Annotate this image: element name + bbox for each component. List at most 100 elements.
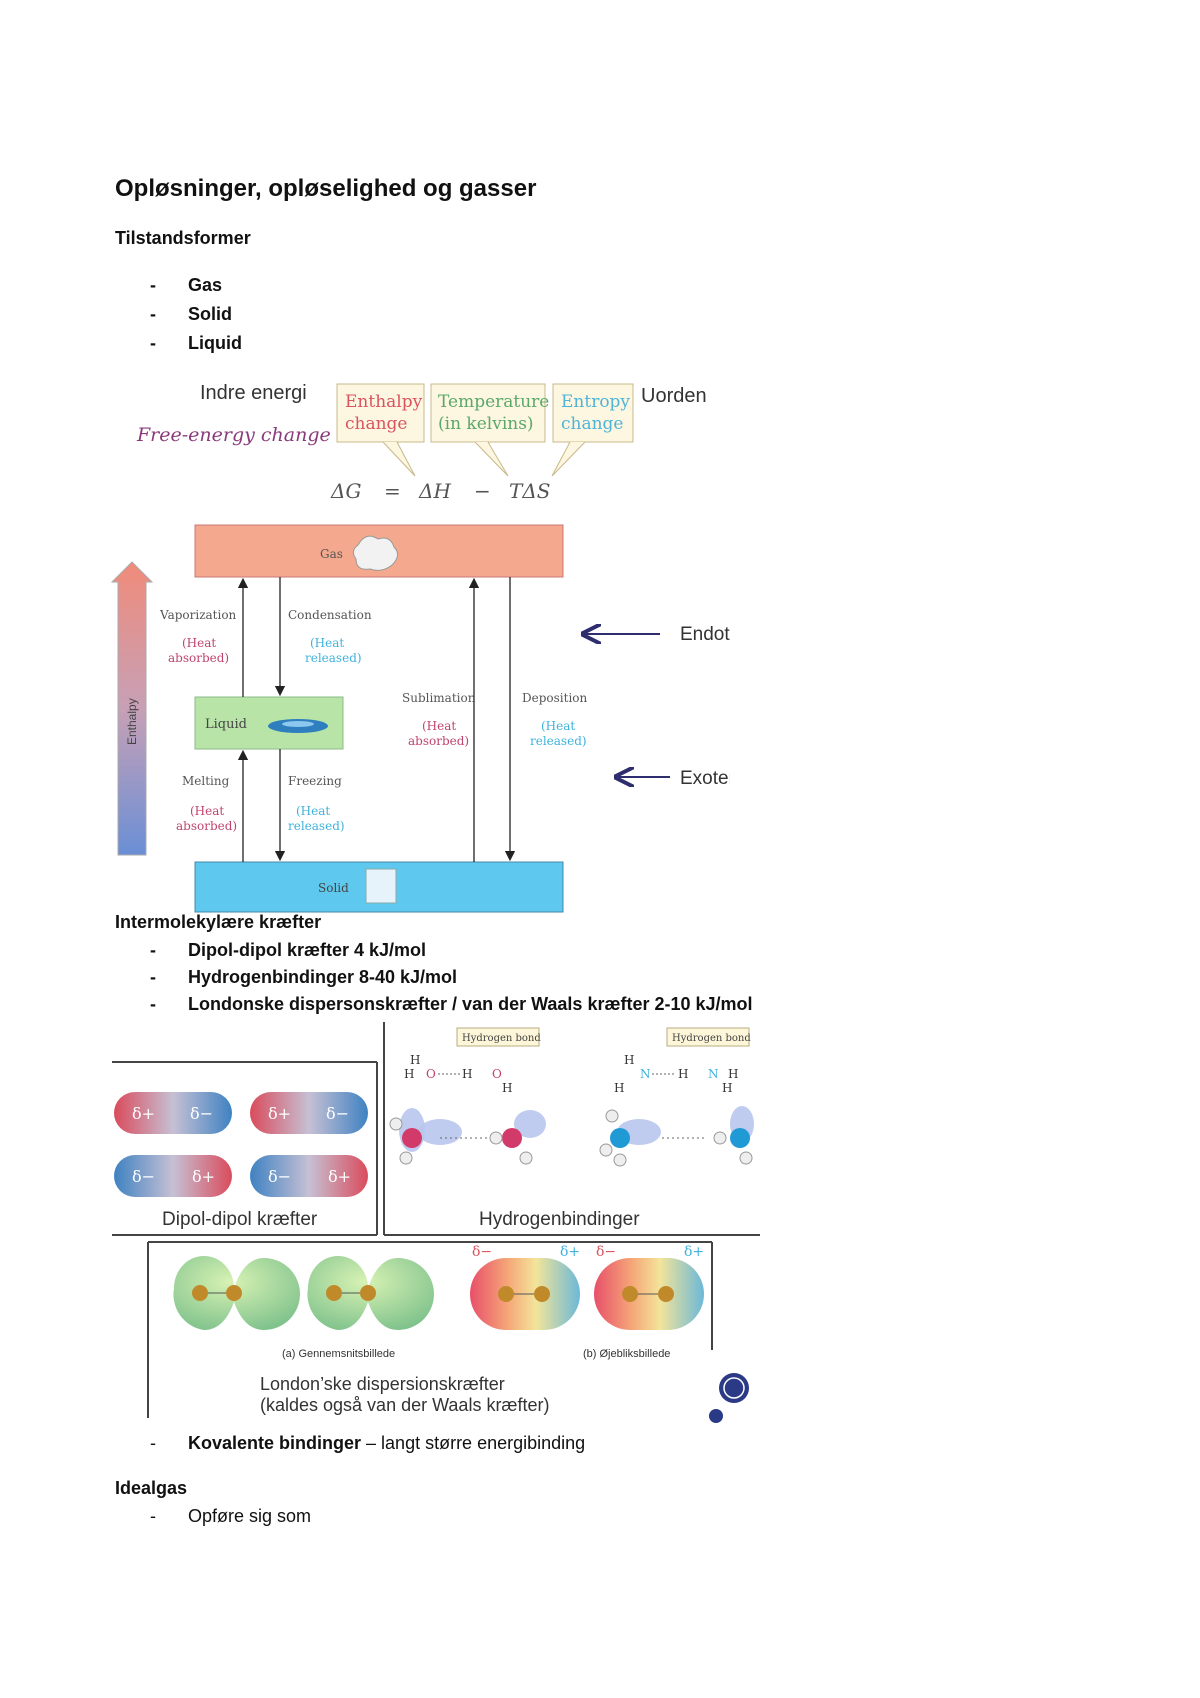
dipole-molecule xyxy=(250,1155,368,1197)
svg-text:(Heat: (Heat xyxy=(296,804,330,818)
svg-text:δ−: δ− xyxy=(326,1104,349,1123)
rock-icon xyxy=(352,535,398,571)
temperature-label-2: (in kelvins) xyxy=(438,414,534,434)
melting-label: Melting xyxy=(182,774,230,788)
uorden-label: Uorden xyxy=(641,385,707,407)
svg-text:δ−: δ− xyxy=(472,1244,492,1260)
svg-text:H: H xyxy=(728,1067,738,1081)
heading-tilstandsformer: Tilstandsformer xyxy=(115,228,251,248)
callout-pointer xyxy=(382,441,416,477)
equation-minus: − xyxy=(474,479,491,503)
sublimation-label: Sublimation xyxy=(402,691,476,705)
oxygen-atom xyxy=(402,1128,422,1148)
freezing-label: Freezing xyxy=(288,774,342,788)
svg-text:released): released) xyxy=(530,734,587,748)
enthalpy-arrow xyxy=(110,561,154,856)
oxygen-atom xyxy=(502,1128,522,1148)
svg-text:N: N xyxy=(640,1067,651,1081)
gas-label: Gas xyxy=(320,547,343,561)
enthalpy-label-2: change xyxy=(345,414,408,434)
svg-text:H: H xyxy=(614,1081,624,1095)
svg-text:Hydrogen bond: Hydrogen bond xyxy=(672,1033,751,1044)
page-title: Opløsninger, opløselighed og gasser xyxy=(115,175,537,202)
enthalpy-box xyxy=(336,383,425,443)
phase-change-diagram: Enthalpy Gas Liquid Solid Vaporization (… xyxy=(110,524,730,913)
equation-tds: TΔS xyxy=(509,479,550,503)
svg-text:(Heat: (Heat xyxy=(190,804,224,818)
svg-text:(Heat: (Heat xyxy=(541,719,575,733)
svg-text:H: H xyxy=(462,1067,472,1081)
svg-text:δ−: δ− xyxy=(132,1167,155,1186)
dipole-molecule xyxy=(114,1155,232,1197)
svg-text:absorbed): absorbed) xyxy=(176,819,237,833)
endoterm-label: Endoterm xyxy=(680,624,730,645)
heading-idealgas: Idealgas xyxy=(115,1478,188,1498)
svg-text:H: H xyxy=(410,1053,420,1067)
svg-text:H: H xyxy=(624,1053,634,1067)
svg-text:(Heat: (Heat xyxy=(310,636,344,650)
svg-text:released): released) xyxy=(305,651,362,665)
svg-text:O: O xyxy=(426,1067,436,1081)
london-caption-1: London’ske dispersionskræfter xyxy=(260,1374,505,1394)
gennemsnit-label: (a) Gennemsnitsbillede xyxy=(282,1348,395,1360)
solid-label: Solid xyxy=(318,881,349,895)
svg-text:Hydrogen bond: Hydrogen bond xyxy=(462,1033,541,1044)
dipole-molecule xyxy=(250,1092,368,1134)
nitrogen-atom xyxy=(610,1128,630,1148)
svg-text:H: H xyxy=(502,1081,512,1095)
svg-text:δ+: δ+ xyxy=(560,1244,580,1260)
svg-text:δ−: δ− xyxy=(268,1167,291,1186)
svg-text:δ+: δ+ xyxy=(328,1167,351,1186)
svg-text:δ−: δ− xyxy=(190,1104,213,1123)
exoterm-label: Exoterm xyxy=(680,768,730,789)
svg-text:absorbed): absorbed) xyxy=(408,734,469,748)
dipol-caption: Dipol-dipol kræfter xyxy=(162,1209,318,1230)
svg-text:δ−: δ− xyxy=(596,1244,616,1260)
deposition-label: Deposition xyxy=(522,691,588,705)
free-energy-label: Free-energy change xyxy=(136,424,331,446)
svg-text:δ+: δ+ xyxy=(268,1104,291,1123)
intermolecular-forces-figure: δ+ δ− δ+ δ− δ− δ+ δ− δ+ Dipol-dipol kræf… xyxy=(112,1022,760,1423)
svg-text:O: O xyxy=(492,1067,502,1081)
enthalpy-label-1: Enthalpy xyxy=(345,392,423,412)
svg-text:H: H xyxy=(404,1067,414,1081)
svg-text:(Heat: (Heat xyxy=(182,636,216,650)
indre-energi-label: Indre energi xyxy=(200,382,307,404)
hydrogen-bond-label-box xyxy=(456,1027,540,1047)
ice-cube-icon xyxy=(365,868,397,904)
enthalpy-axis-label: Enthalpy xyxy=(125,698,139,745)
svg-text:released): released) xyxy=(288,819,345,833)
condensation-label: Condensation xyxy=(288,608,372,622)
temperature-label-1: Temperature xyxy=(438,392,549,412)
heading-intermolekylaere: Intermolekylære kræfter xyxy=(115,912,322,932)
equation-dg: ΔG xyxy=(330,479,361,503)
entropy-box xyxy=(552,383,634,443)
equation-dh: ΔH xyxy=(418,479,451,503)
liquid-label: Liquid xyxy=(205,717,247,732)
svg-text:(Heat: (Heat xyxy=(422,719,456,733)
svg-text:H: H xyxy=(722,1081,732,1095)
hydrogen-bond-label-box xyxy=(666,1027,750,1047)
entropy-label-2: change xyxy=(561,414,624,434)
temperature-box xyxy=(430,383,546,443)
entropy-label-1: Entropy xyxy=(561,392,630,412)
callout-pointer xyxy=(551,441,586,477)
svg-text:δ+: δ+ xyxy=(132,1104,155,1123)
callout-pointer xyxy=(474,441,509,477)
svg-text:δ+: δ+ xyxy=(684,1244,704,1260)
svg-text:δ+: δ+ xyxy=(192,1167,215,1186)
oejeblik-label: (b) Øjebliksbillede xyxy=(583,1348,670,1360)
svg-text:N: N xyxy=(708,1067,719,1081)
svg-text:absorbed): absorbed) xyxy=(168,651,229,665)
equation-equals: = xyxy=(384,479,401,503)
svg-text:H: H xyxy=(678,1067,688,1081)
orbital-lobe xyxy=(514,1110,546,1138)
hydrogen-caption: Hydrogenbindinger xyxy=(479,1209,640,1230)
vaporization-label: Vaporization xyxy=(159,608,237,622)
gibbs-equation-figure: Indre energi Free-energy change Enthalpy… xyxy=(136,382,707,503)
orbital-lobe xyxy=(418,1119,462,1145)
dipole-molecule xyxy=(114,1092,232,1134)
london-caption-2: (kaldes også van der Waals kræfter) xyxy=(260,1395,549,1415)
nitrogen-atom xyxy=(730,1128,750,1148)
